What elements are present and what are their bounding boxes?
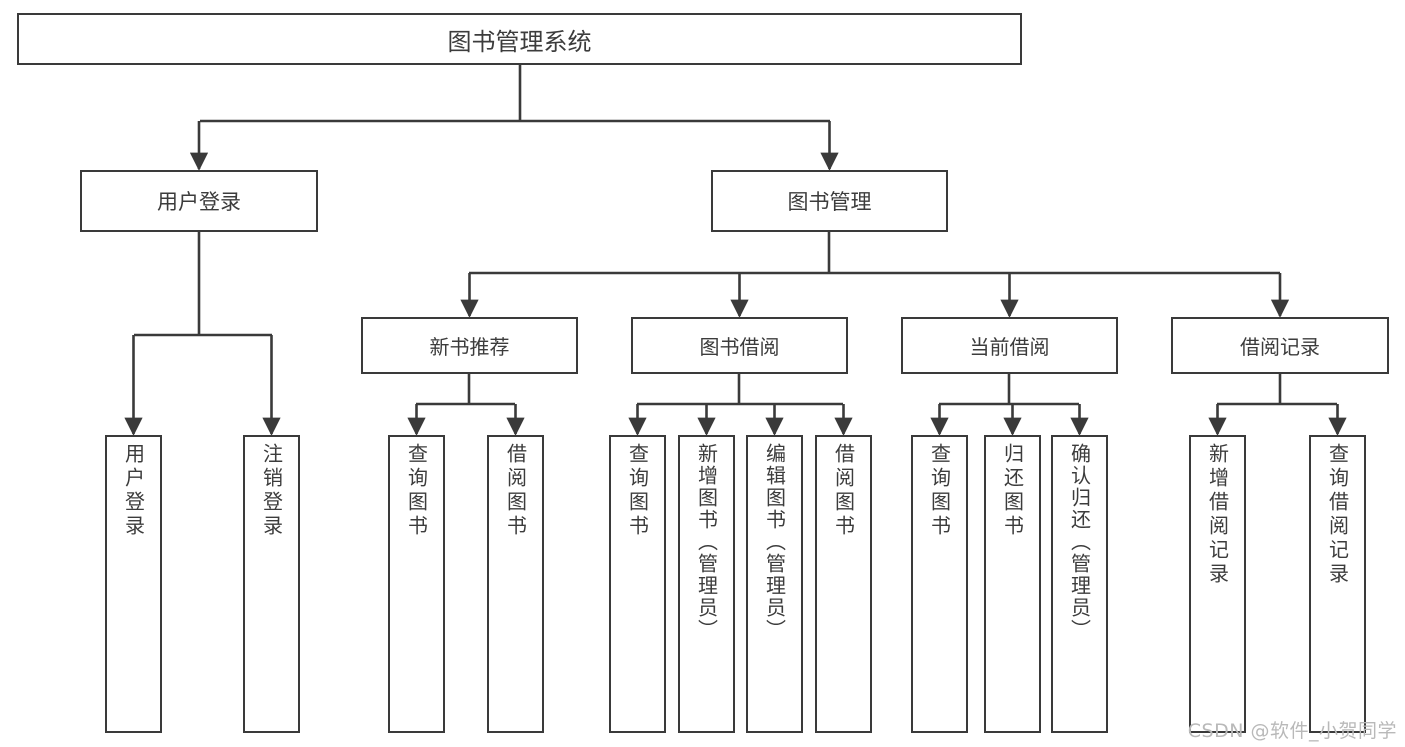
- node-label: 新增图书（管理员）: [694, 443, 719, 641]
- node-label: 图书管理系统: [447, 27, 592, 56]
- node-label: 借阅图书: [831, 443, 856, 539]
- node-label: 编辑图书（管理员）: [762, 443, 787, 641]
- node-label: 用户登录: [121, 443, 146, 539]
- node-label: 归还图书: [1000, 443, 1025, 539]
- node-leaf-query-record[interactable]: 查询借阅记录: [1309, 435, 1366, 733]
- node-label: 图书借阅: [699, 335, 780, 359]
- node-label: 当前借阅: [969, 335, 1050, 359]
- node-leaf-add-book[interactable]: 新增图书（管理员）: [678, 435, 735, 733]
- node-label: 查询图书: [927, 443, 952, 539]
- node-label: 查询图书: [404, 443, 429, 539]
- node-label: 确认归还（管理员）: [1067, 443, 1092, 641]
- node-leaf-borrow-book-1[interactable]: 借阅图书: [487, 435, 544, 733]
- node-leaf-query-book-1[interactable]: 查询图书: [388, 435, 445, 733]
- node-leaf-query-book-2[interactable]: 查询图书: [609, 435, 666, 733]
- node-leaf-borrow-book-2[interactable]: 借阅图书: [815, 435, 872, 733]
- node-leaf-user-logout[interactable]: 注销登录: [243, 435, 300, 733]
- node-label: 用户登录: [157, 190, 241, 214]
- node-label: 查询借阅记录: [1325, 443, 1350, 587]
- edge-layer: [124, 65, 1347, 436]
- node-new-book-recommend[interactable]: 新书推荐: [361, 317, 578, 374]
- node-book-manage[interactable]: 图书管理: [711, 170, 948, 232]
- node-label: 图书管理: [787, 190, 872, 214]
- node-leaf-add-record[interactable]: 新增借阅记录: [1189, 435, 1246, 733]
- node-current-borrow[interactable]: 当前借阅: [901, 317, 1118, 374]
- node-label: 新增借阅记录: [1205, 443, 1230, 587]
- node-label: 注销登录: [259, 443, 284, 539]
- node-label: 借阅图书: [503, 443, 528, 539]
- node-leaf-confirm-return[interactable]: 确认归还（管理员）: [1051, 435, 1108, 733]
- node-leaf-edit-book[interactable]: 编辑图书（管理员）: [746, 435, 803, 733]
- node-leaf-user-login[interactable]: 用户登录: [105, 435, 162, 733]
- node-leaf-query-book-3[interactable]: 查询图书: [911, 435, 968, 733]
- node-book-borrow[interactable]: 图书借阅: [631, 317, 848, 374]
- node-label: 借阅记录: [1240, 335, 1320, 359]
- node-label: 查询图书: [625, 443, 650, 539]
- node-label: 新书推荐: [429, 335, 510, 359]
- node-leaf-return-book[interactable]: 归还图书: [984, 435, 1041, 733]
- node-root[interactable]: 图书管理系统: [17, 13, 1022, 65]
- node-borrow-record[interactable]: 借阅记录: [1171, 317, 1389, 374]
- watermark: CSDN @软件_小贺同学: [1187, 720, 1397, 742]
- node-user-login[interactable]: 用户登录: [80, 170, 318, 232]
